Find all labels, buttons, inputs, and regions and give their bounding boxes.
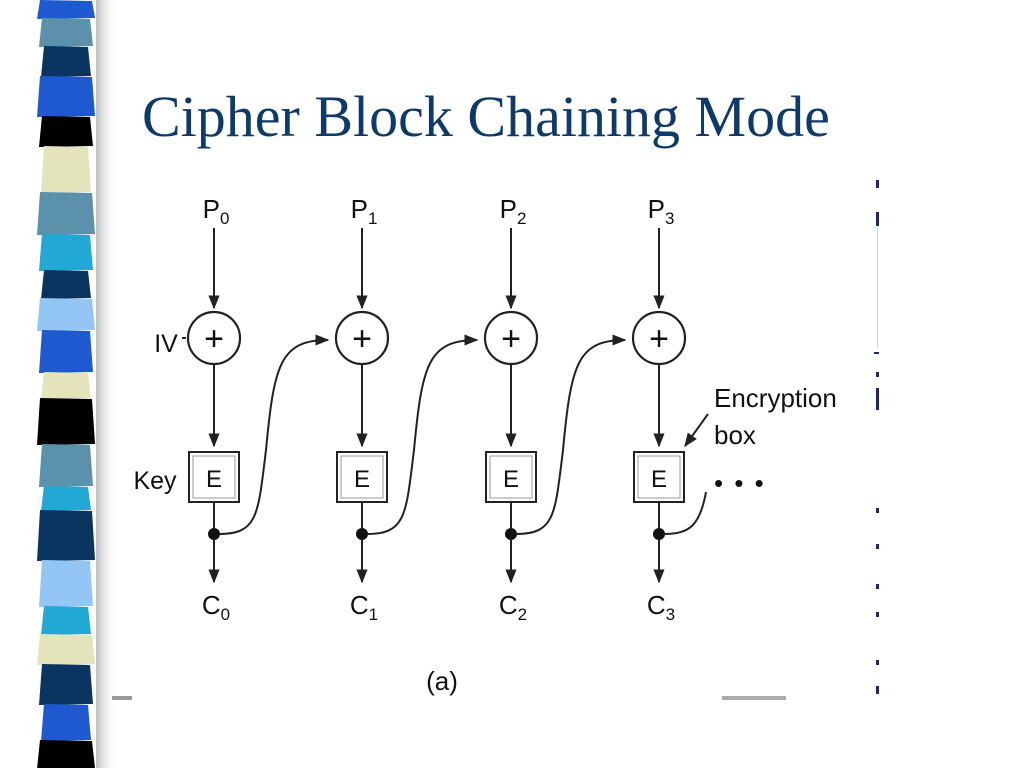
chain-feedback-partial-3 bbox=[663, 491, 707, 535]
junction-dot-3 bbox=[653, 528, 665, 540]
sidebar-band bbox=[41, 146, 91, 193]
ciphertext-label-3: C3 bbox=[647, 590, 675, 624]
slide-title: Cipher Block Chaining Mode bbox=[142, 84, 830, 149]
sidebar-band bbox=[39, 18, 93, 47]
junction-dot-1 bbox=[356, 528, 368, 540]
encryption-label-2: E bbox=[503, 466, 519, 493]
xor-symbol-1: + bbox=[352, 320, 372, 358]
stage-0: P0 + E C0 bbox=[186, 194, 242, 624]
sidebar-band bbox=[39, 444, 93, 487]
continuation-ellipsis: • • • bbox=[714, 468, 766, 498]
encryption-label-3: E bbox=[651, 466, 667, 493]
encryption-label-0: E bbox=[206, 466, 222, 493]
encryption-box-2 bbox=[485, 451, 537, 503]
sidebar-band bbox=[41, 606, 91, 635]
ciphertext-label-2: C2 bbox=[499, 590, 527, 624]
encryption-box-3 bbox=[633, 451, 685, 503]
decorative-sidebar-stripe bbox=[37, 0, 118, 768]
chain-feedback-arrow-1 bbox=[366, 334, 479, 535]
sidebar-band bbox=[39, 560, 93, 607]
sidebar-band bbox=[37, 0, 95, 19]
encryption-label-1: E bbox=[354, 466, 370, 493]
sidebar-band bbox=[39, 330, 93, 373]
sidebar-band bbox=[37, 510, 95, 561]
sidebar-band bbox=[37, 398, 95, 445]
iv-label: IV bbox=[154, 330, 178, 358]
ciphertext-label-1: C1 bbox=[350, 590, 378, 624]
stage-2: P2 + E C2 bbox=[483, 194, 539, 624]
stage-3: P3 + E C3 bbox=[631, 194, 687, 624]
sidebar-band bbox=[37, 76, 95, 117]
xor-symbol-2: + bbox=[501, 320, 521, 358]
sidebar-band bbox=[37, 740, 95, 768]
sidebar-band bbox=[37, 298, 95, 331]
plaintext-label-3: P3 bbox=[648, 194, 675, 228]
junction-dot-2 bbox=[505, 528, 517, 540]
xor-symbol-0: + bbox=[204, 320, 224, 358]
chain-feedback-arrow-2 bbox=[515, 334, 627, 535]
plaintext-label-2: P2 bbox=[500, 194, 527, 228]
chain-feedback-arrow-0 bbox=[218, 334, 330, 535]
encryption-box-callout: Encryption box bbox=[714, 383, 844, 450]
junction-dot-0 bbox=[208, 528, 220, 540]
sidebar-band bbox=[41, 46, 91, 77]
callout-arrow bbox=[684, 413, 709, 448]
sidebar-band bbox=[39, 234, 93, 271]
sidebar-band bbox=[39, 116, 93, 147]
sidebar-band bbox=[41, 372, 91, 399]
figure-caption: (a) bbox=[426, 666, 458, 696]
sidebar-band bbox=[37, 192, 95, 235]
plaintext-label-0: P0 bbox=[203, 194, 230, 228]
crop-border-artifacts bbox=[112, 180, 879, 700]
ciphertext-label-0: C0 bbox=[202, 590, 230, 624]
sidebar-band bbox=[39, 664, 93, 705]
sidebar-band bbox=[41, 270, 91, 299]
xor-symbol-3: + bbox=[649, 320, 669, 358]
plaintext-label-1: P1 bbox=[351, 194, 378, 228]
key-label: Key bbox=[133, 467, 177, 495]
sidebar-band bbox=[37, 634, 95, 665]
stage-1: P1 + E C1 bbox=[334, 194, 390, 624]
sidebar-band bbox=[41, 704, 91, 741]
sidebar-band bbox=[41, 486, 91, 511]
